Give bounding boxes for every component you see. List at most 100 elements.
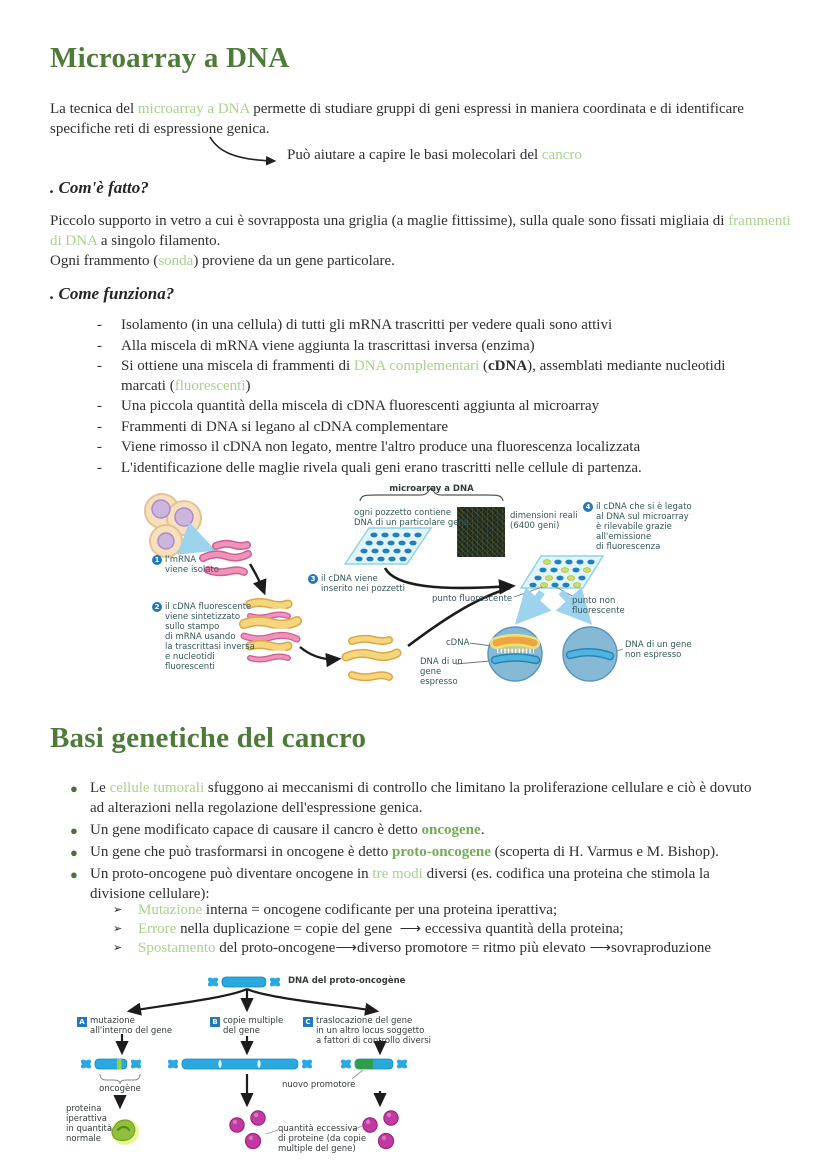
subhead-come-fatto: . Com'è fatto? (50, 178, 149, 197)
mutation-label: mutazione all'interno del gene (90, 1016, 173, 1037)
step4-label: 4 il cDNA che si è legato al DNA sul mic… (583, 502, 698, 552)
microarray-diagram-art (144, 487, 624, 682)
cdna-synthesis-strands (239, 598, 302, 663)
section1-title: Microarray a DNA (50, 42, 290, 74)
to-cdna-arrow (299, 646, 342, 668)
arrow-bullet-marker: ➢ (113, 923, 123, 936)
cdna-to-plate2-arrow (407, 586, 511, 648)
non-fluorescent-spot-label: punto non fluorescente (572, 596, 625, 617)
list-item: ●Un proto-oncogene può diventare oncogen… (70, 865, 758, 905)
plate1-to-plate2-arrow (383, 567, 516, 595)
step2-label: 2 il cDNA fluorescente viene sintetizzat… (152, 602, 267, 672)
oncogene-diagram: DNA del proto-oncogène A mutazione all'i… (60, 974, 550, 1164)
cells-illustration (144, 493, 202, 558)
non-expressed-gene-circle (562, 626, 618, 682)
step1-label: 1 l'mRNA viene isolato (152, 555, 222, 575)
proto-oncogene-dna-label: DNA del proto-oncogène (288, 976, 406, 986)
copies-label: copie multiple del gene (223, 1016, 284, 1037)
bullet-marker: ● (70, 866, 78, 882)
bracket (359, 487, 504, 502)
list-item: -Una piccola quantità della miscela di c… (88, 397, 766, 417)
list-item: ●Un gene modificato capace di causare il… (70, 821, 758, 841)
zoom-arrow-right (555, 587, 593, 625)
step-number-badge: 4 (583, 502, 593, 512)
section1-intro: La tecnica del microarray a DNA permette… (50, 101, 748, 138)
arrow-bullet-marker: ➢ (113, 904, 123, 916)
non-expressed-gene-label: DNA di un gene non espresso (625, 640, 692, 661)
dash-marker: - (97, 317, 102, 333)
step3-label: 3 il cDNA viene inserito nei pozzetti (308, 574, 408, 594)
bullet-marker: ● (70, 822, 78, 838)
list-item: ➢Mutazione interna = oncogene codificant… (113, 901, 788, 920)
branch-arrow-a (126, 988, 248, 1016)
list-item: ●Un gene che può trasformarsi in oncogen… (70, 843, 758, 863)
plate1-dot-grid (355, 532, 422, 562)
cancer-bullets: ●Le cellule tumorali sfuggono ai meccani… (70, 779, 758, 907)
oncogene-label: oncogène (99, 1084, 141, 1094)
list-item: -Viene rimosso il cDNA non legato, mentr… (88, 438, 766, 458)
fluorescent-spot-label: punto fluorescente (432, 594, 513, 604)
zoom-arrow-left (514, 587, 552, 625)
section2-title: Basi genetiche del cancro (50, 722, 367, 754)
normal-protein-label: proteina iperattiva in quantità normale (66, 1104, 113, 1145)
excess-protein-label: quantità eccessiva di proteine (da copie… (278, 1124, 367, 1155)
excess-proteins-c (362, 1110, 399, 1150)
pointer-line (352, 1125, 363, 1131)
diagram1-title: microarray a DNA (389, 484, 474, 494)
dash-marker: - (97, 358, 102, 374)
subhead-come-funziona: . Come funziona? (50, 284, 175, 303)
microarray-plate-1 (343, 527, 433, 565)
expressed-gene-circle (487, 626, 543, 682)
bullet-marker: ● (70, 781, 78, 796)
dash-marker: - (97, 459, 102, 476)
list-item: ➢Errore nella duplicazione = copie del g… (113, 920, 788, 939)
arrow-note: Può aiutare a capire le basi molecolari … (50, 133, 790, 177)
microarray-plate-2 (519, 555, 605, 589)
pointer-line (265, 1129, 279, 1135)
mrna-to-cdna-arrow (248, 563, 267, 596)
step-number-badge: 1 (152, 555, 162, 565)
step-number-badge: 3 (308, 574, 318, 584)
cdna-label: cDNA (446, 638, 470, 648)
dash-marker: - (97, 398, 102, 414)
cells-to-mrna-arrow (176, 522, 216, 555)
list-item: ●Le cellule tumorali sfuggono ai meccani… (70, 779, 758, 819)
list-item: ➢Spostamento del proto-oncogene⟶diverso … (113, 939, 788, 958)
list-item: -Frammenti di DNA si legano al cDNA comp… (88, 418, 766, 438)
step-number-badge: 2 (152, 602, 162, 612)
proto-oncogene-chromosome (207, 976, 281, 988)
list-item: -Si ottiene una miscela di frammenti di … (88, 357, 766, 396)
dash-marker: - (97, 418, 102, 435)
mrna-strands (199, 539, 252, 577)
expressed-gene-label: DNA di un gene espresso (420, 657, 463, 688)
oncogene-bracket (99, 1073, 141, 1085)
new-promoter-label: nuovo promotore (282, 1080, 356, 1090)
mutated-chromosome (80, 1058, 142, 1070)
pointer-line (469, 642, 493, 647)
well-note-label: ogni pozzetto contiene DNA di un partico… (354, 508, 470, 529)
label-a-badge: A (77, 1017, 87, 1027)
multicopy-chromosome (167, 1058, 313, 1070)
branch-arrow-c (246, 987, 380, 1016)
pointer-line (351, 1069, 364, 1080)
arrow-note-text: Può aiutare a capire le basi molecolari … (287, 147, 582, 163)
translocated-chromosome (340, 1058, 408, 1070)
plate2-dot-grid (529, 559, 595, 588)
arrow-bullet-marker: ➢ (113, 942, 123, 955)
pointer-line (455, 660, 491, 665)
bullet-marker: ● (70, 844, 78, 860)
oncogene-diagram-art (80, 976, 408, 1150)
translocation-label: traslocazione del gene in un altro locus… (316, 1016, 432, 1047)
three-ways-list: ➢Mutazione interna = oncogene codificant… (113, 901, 788, 959)
excess-proteins-b (229, 1110, 266, 1150)
cdna-strands (341, 634, 402, 682)
label-b-badge: B (210, 1017, 220, 1027)
microarray-diagram: microarray a DNA 1 l'mRNA viene isolato … (140, 484, 700, 694)
come-funziona-list: -Isolamento (in una cellula) di tutti gl… (88, 316, 766, 479)
curved-arrow-icon (209, 136, 277, 166)
dash-marker: - (97, 439, 102, 455)
real-size-photo (457, 507, 505, 557)
real-size-label: dimensioni reali (6400 geni) (510, 511, 578, 532)
list-item: -Alla miscela di mRNA viene aggiunta la … (88, 337, 766, 357)
